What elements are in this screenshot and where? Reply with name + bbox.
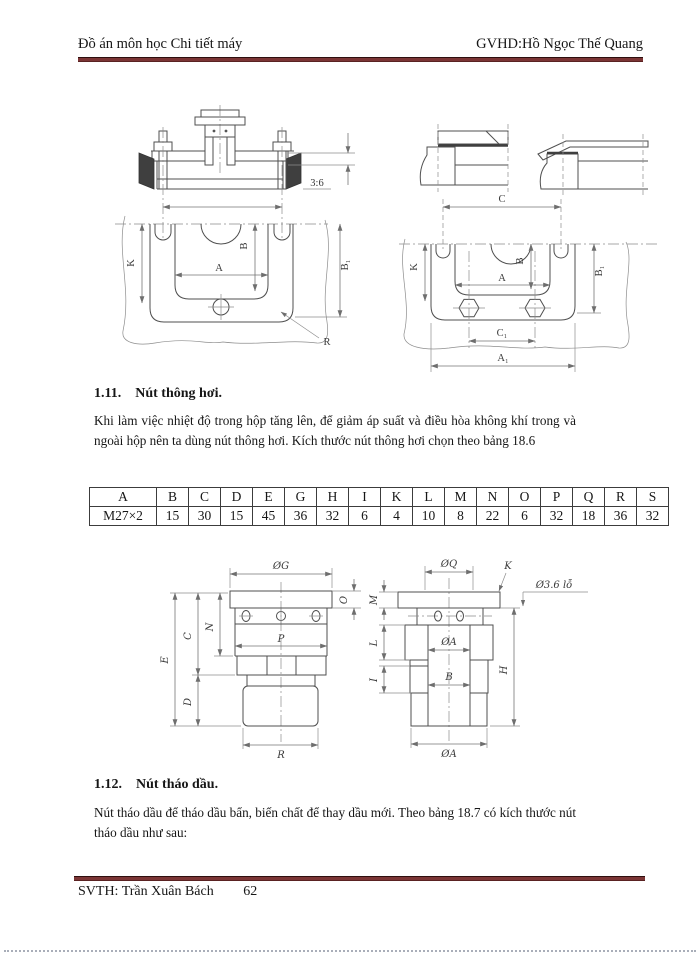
col-header: M [444, 487, 477, 507]
dim-label-A: A [498, 273, 506, 284]
col-header: P [540, 487, 573, 507]
figure-breather-mounted-assembly: 3:6 K B A B₁ R [115, 105, 355, 348]
cell: 32 [540, 506, 573, 526]
col-header: D [220, 487, 253, 507]
col-header: H [316, 487, 349, 507]
dim-label-M: M [369, 594, 380, 606]
footer-student: SVTH: Trần Xuân Bách [78, 884, 214, 899]
page-footer: SVTH: Trần Xuân Bách 62 [78, 884, 257, 900]
section-heading-1-12: 1.12. Nút tháo dầu. [94, 777, 218, 793]
dim-label-E: E [160, 656, 171, 665]
col-header: Q [572, 487, 605, 507]
col-header: N [476, 487, 509, 507]
dim-label-P: P [277, 634, 285, 645]
footer-rule [74, 876, 645, 881]
page-header: Đồ án môn học Chi tiết máy GVHD:Hồ Ngọc … [78, 36, 643, 53]
header-rule [78, 57, 643, 62]
dim-label-O: O [339, 596, 350, 604]
col-header: K [380, 487, 413, 507]
breather-plug-front-view: ØG P E C [160, 561, 361, 761]
dim-label-B1: B₁ [340, 260, 351, 271]
flange-detail-left [419, 124, 509, 192]
col-header: G [284, 487, 317, 507]
col-header: B [156, 487, 189, 507]
dim-label-G: ØG [272, 561, 289, 572]
dim-label-N: N [205, 621, 216, 632]
breather-plug-dimension-table: A B C D E G H I K L M N O P Q R S M27×2 [89, 487, 669, 526]
cell: 36 [604, 506, 637, 526]
cell: 10 [412, 506, 445, 526]
col-header: A [89, 487, 157, 507]
col-header: L [412, 487, 445, 507]
dim-label-R: R [323, 337, 330, 348]
cell: 30 [188, 506, 221, 526]
section-title: Nút thông hơi. [135, 386, 222, 401]
dim-label-R: R [276, 750, 285, 761]
dim-label-K: K [409, 263, 420, 271]
dim-label-C1: C₁ [497, 328, 508, 339]
cell: 18 [572, 506, 605, 526]
cell: 8 [444, 506, 477, 526]
cell: 6 [508, 506, 541, 526]
cell: 4 [380, 506, 413, 526]
dim-label-K: K [126, 259, 137, 267]
table-header-row: A B C D E G H I K L M N O P Q R S [89, 487, 669, 507]
dim-label-Q: ØQ [440, 559, 457, 570]
dim-label-A-outer: ØA [440, 749, 456, 760]
section-number: 1.12. [94, 777, 122, 792]
housing-pocket-section: C K B B₁ A C₁ [399, 194, 659, 372]
col-header: C [188, 487, 221, 507]
cell: 6 [348, 506, 381, 526]
dim-label-A: A [215, 263, 223, 274]
dim-label-C: C [183, 632, 194, 640]
dim-label-C: C [498, 194, 505, 205]
dim-label-A1: A₁ [497, 353, 508, 364]
dim-label-B: B [444, 672, 452, 683]
dim-label-B: B [239, 242, 250, 249]
table-value-row: M27×2 15 30 15 45 36 32 6 4 10 8 22 6 32… [89, 506, 669, 526]
col-header: R [604, 487, 637, 507]
cell-thread: M27×2 [89, 506, 157, 526]
page-number: 62 [243, 884, 258, 899]
col-header: I [348, 487, 381, 507]
dim-label-H: H [499, 665, 510, 675]
col-header: E [252, 487, 285, 507]
section-number: 1.11. [94, 386, 122, 401]
dim-label-L: L [369, 639, 380, 647]
flange-detail-right [537, 134, 649, 196]
cell: 32 [636, 506, 669, 526]
dim-label-K: K [503, 561, 512, 572]
section-heading-1-11: 1.11. Nút thông hơi. [94, 386, 222, 402]
cell: 15 [220, 506, 253, 526]
col-header: S [636, 487, 669, 507]
paragraph-1-11: Khi làm việc nhiệt độ trong hộp tăng lên… [94, 413, 576, 448]
col-header: O [508, 487, 541, 507]
bottom-dotted-divider [4, 950, 696, 952]
hole-note-label: Ø3.6 lỗ [535, 580, 573, 591]
section-title: Nút tháo dầu. [136, 777, 219, 792]
cell: 32 [316, 506, 349, 526]
figure-breather-plug-section: ØQ ØA B M L [369, 559, 588, 760]
dim-label-B1: B₁ [594, 266, 605, 277]
dim-label-B: B [515, 257, 526, 264]
figure-housing-pocket-with-bolts: C K B B₁ A C₁ [399, 124, 659, 372]
cell: 45 [252, 506, 285, 526]
dim-label-I: I [369, 677, 380, 683]
cell: 36 [284, 506, 317, 526]
figure-breather-plug-front: ØG P E C [160, 561, 361, 761]
paragraph-1-12: Nút tháo dầu để tháo dầu bẩn, biến chất … [94, 805, 576, 840]
dim-label-D: D [183, 698, 194, 707]
housing-pocket-section: K B A B₁ R [115, 215, 351, 348]
header-advisor: GVHD:Hồ Ngọc Thế Quang [476, 36, 643, 52]
breather-plug-section-view: ØQ ØA B M L [369, 559, 588, 760]
plug-assembly-section: 3:6 [138, 105, 355, 241]
cell: 15 [156, 506, 189, 526]
dim-label-A-bore: ØA [440, 637, 456, 648]
cell: 22 [476, 506, 509, 526]
header-course-title: Đồ án môn học Chi tiết máy [78, 36, 243, 52]
scale-label: 3:6 [310, 178, 323, 189]
